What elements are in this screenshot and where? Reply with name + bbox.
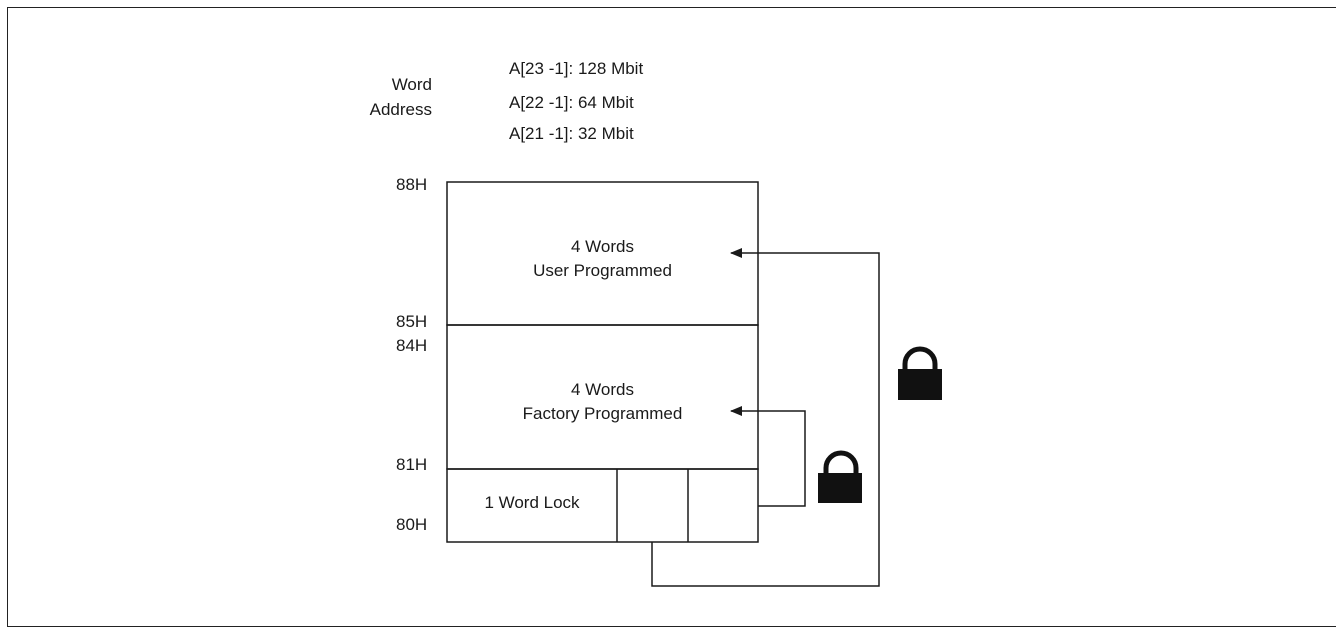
word-label: Word <box>391 75 432 94</box>
address-84h: 84H <box>396 336 428 355</box>
padlock-icon <box>898 346 942 400</box>
factory-lock-connector <box>730 406 806 507</box>
address-88h: 88H <box>396 175 428 194</box>
address-81h: 81H <box>396 455 428 474</box>
user-lock-connector <box>651 248 880 587</box>
factory-block-size: 4 Words <box>571 380 634 399</box>
address-label: Address <box>369 100 432 119</box>
address-range-64mbit: A[22 -1]: 64 Mbit <box>509 93 634 112</box>
padlock-icon <box>818 450 862 503</box>
address-range-128mbit: A[23 -1]: 128 Mbit <box>509 59 644 78</box>
user-block-title: User Programmed <box>533 261 672 280</box>
address-85h: 85H <box>396 312 428 331</box>
factory-block-title: Factory Programmed <box>522 404 683 423</box>
user-block-size: 4 Words <box>571 237 634 256</box>
address-range-32mbit: A[21 -1]: 32 Mbit <box>509 124 634 143</box>
otp-register-diagram <box>446 181 942 587</box>
lock-word-label: 1 Word Lock <box>484 493 580 512</box>
address-80h: 80H <box>396 515 428 534</box>
